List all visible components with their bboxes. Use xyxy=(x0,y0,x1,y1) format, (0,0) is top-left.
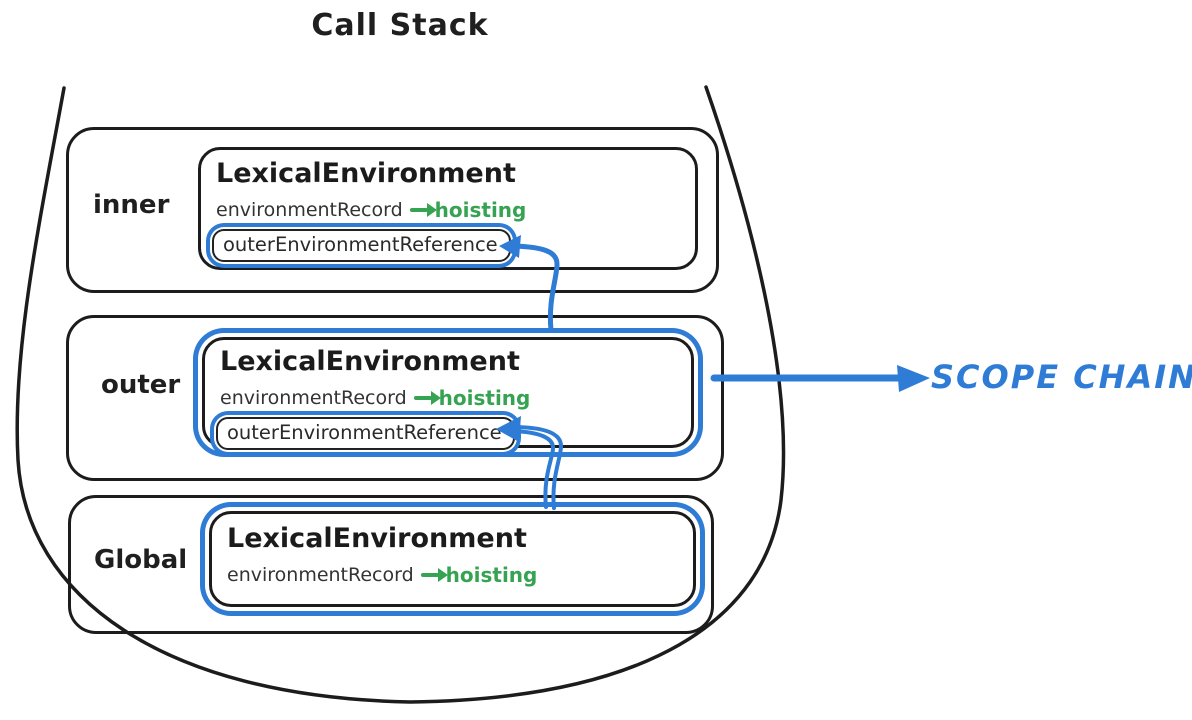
scope-chain-label: SCOPE CHAIN xyxy=(931,358,1192,396)
environment-record-label: environmentRecord xyxy=(216,199,403,221)
arrow-right-icon xyxy=(420,568,448,581)
arrow-right-icon xyxy=(409,203,437,216)
environment-record-row: environmentRecord hoisting xyxy=(227,563,693,587)
arrow-right-icon xyxy=(413,391,441,404)
environment-record-row: environmentRecord hoisting xyxy=(220,386,691,410)
env-title: LexicalEnvironment xyxy=(227,523,527,554)
environment-record-row: environmentRecord hoisting xyxy=(216,198,695,222)
lexical-environment-inner: LexicalEnvironment environmentRecord hoi… xyxy=(198,147,698,270)
hoisting-value: hoisting xyxy=(445,563,538,587)
outer-environment-reference-outer: outerEnvironmentReference xyxy=(216,417,515,450)
diagram-title: Call Stack xyxy=(311,8,489,43)
frame-label-inner: inner xyxy=(93,190,170,220)
environment-record-label: environmentRecord xyxy=(227,564,414,586)
scope-chain-arrowhead xyxy=(897,365,930,392)
hoisting-value: hoisting xyxy=(438,386,531,410)
lexical-environment-outer: LexicalEnvironment environmentRecord hoi… xyxy=(202,337,694,450)
lexical-environment-global: LexicalEnvironment environmentRecord hoi… xyxy=(209,511,696,607)
env-title: LexicalEnvironment xyxy=(216,158,516,189)
outer-environment-reference-inner: outerEnvironmentReference xyxy=(212,229,511,262)
frame-label-outer: outer xyxy=(101,370,181,400)
env-title: LexicalEnvironment xyxy=(220,346,520,377)
hoisting-value: hoisting xyxy=(434,198,527,222)
environment-record-label: environmentRecord xyxy=(220,387,407,409)
frame-label-global: Global xyxy=(94,545,188,575)
